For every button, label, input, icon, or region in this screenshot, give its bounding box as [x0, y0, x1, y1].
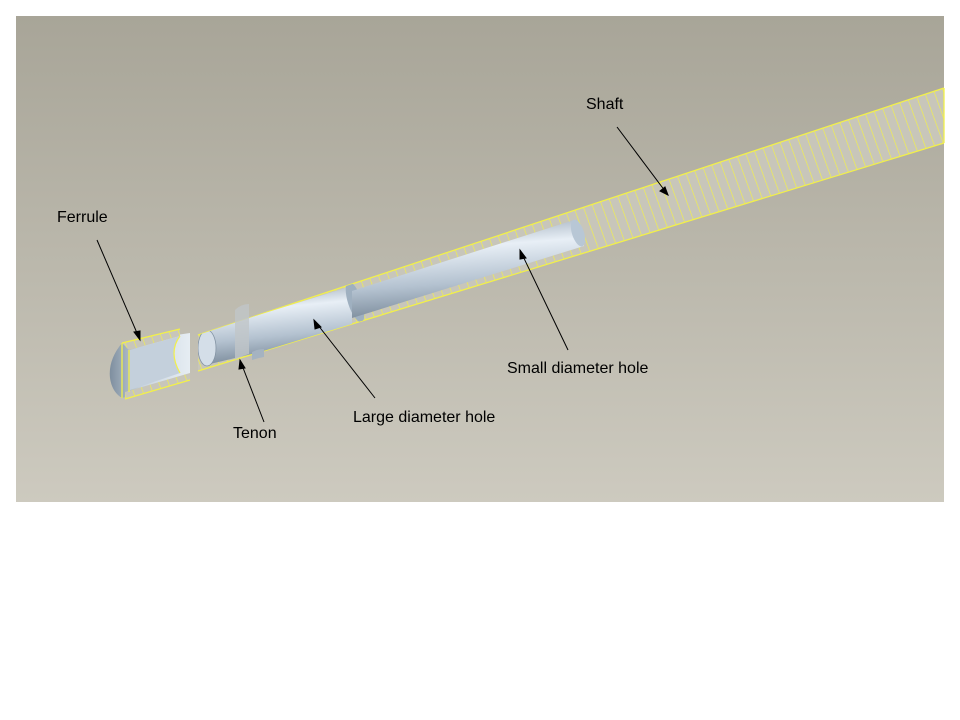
label-ferrule: Ferrule: [57, 209, 108, 226]
label-small-diameter-hole: Small diameter hole: [507, 360, 649, 377]
ferrule: [109, 328, 191, 400]
small-diameter-bore: [352, 220, 584, 318]
leader-lines: [96, 126, 669, 423]
label-shaft: Shaft: [586, 96, 624, 113]
label-large-diameter-hole: Large diameter hole: [353, 409, 496, 426]
label-tenon: Tenon: [233, 425, 277, 442]
tenon: [235, 304, 264, 360]
